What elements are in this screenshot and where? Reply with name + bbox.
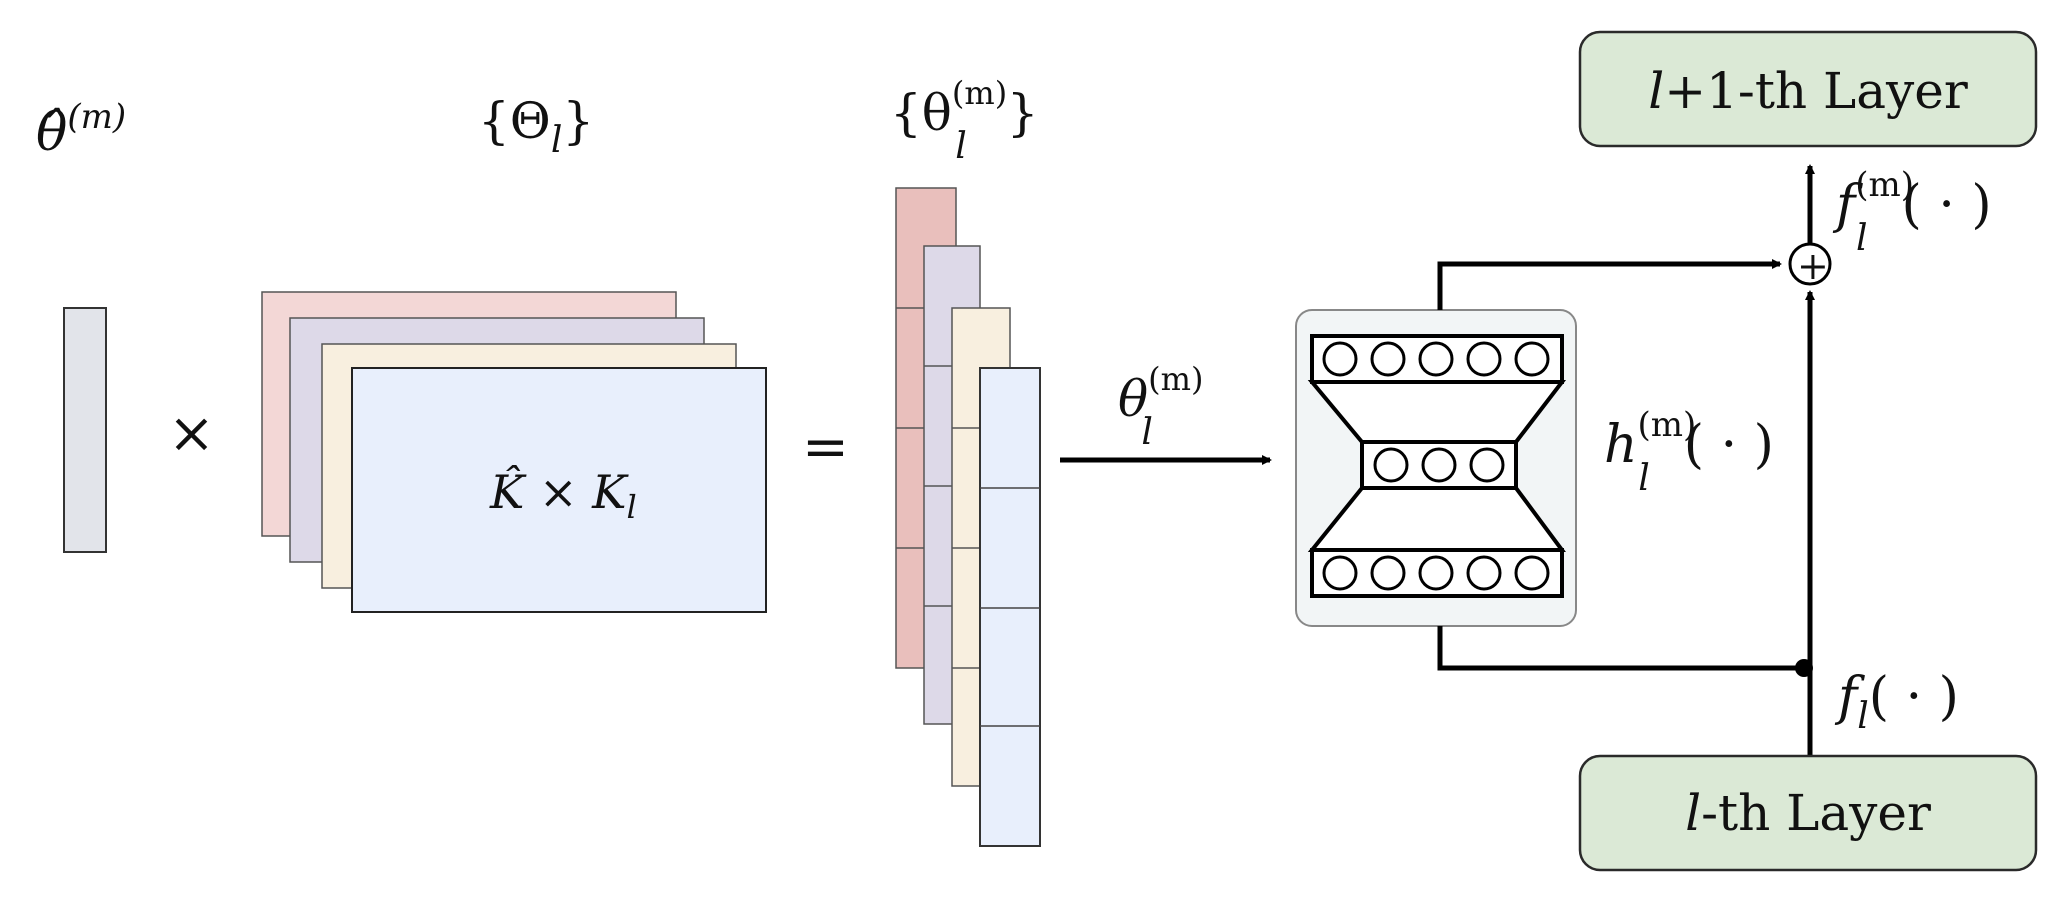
adapter-input-line	[1437, 626, 1806, 671]
layer-next-label: l+1-th Layer	[1648, 62, 1968, 120]
layer-current-label: l-th Layer	[1685, 784, 1931, 842]
adapter-output-line	[1437, 259, 1782, 310]
matrix-blue	[351, 367, 767, 613]
Theta-set-label: {Θl}	[478, 92, 594, 161]
matrix-dimension-label: K̂ × Kl	[489, 465, 637, 526]
times-sign: ×	[168, 401, 215, 466]
layer-next-box	[1578, 30, 2038, 148]
equals-sign: =	[802, 415, 849, 480]
h-function-label: h(m)l( · )	[1604, 405, 1774, 499]
theta-hat-label: θ̂(m)	[36, 97, 126, 163]
sum-node	[1788, 242, 1832, 286]
f-top-label: f(m)l( · )	[1832, 165, 1992, 259]
theta-set-label: {θ(m)l}	[890, 74, 1039, 167]
arrow-theta-label: θ(m)l	[1118, 360, 1203, 453]
adapter-network	[1307, 334, 1567, 598]
vector-blue	[979, 367, 1041, 847]
sum-node-plus: +	[1797, 244, 1829, 288]
theta-hat-vector	[63, 307, 107, 553]
f-bottom-label: fl( · )	[1834, 667, 1959, 737]
layer-current-box	[1578, 754, 2038, 872]
